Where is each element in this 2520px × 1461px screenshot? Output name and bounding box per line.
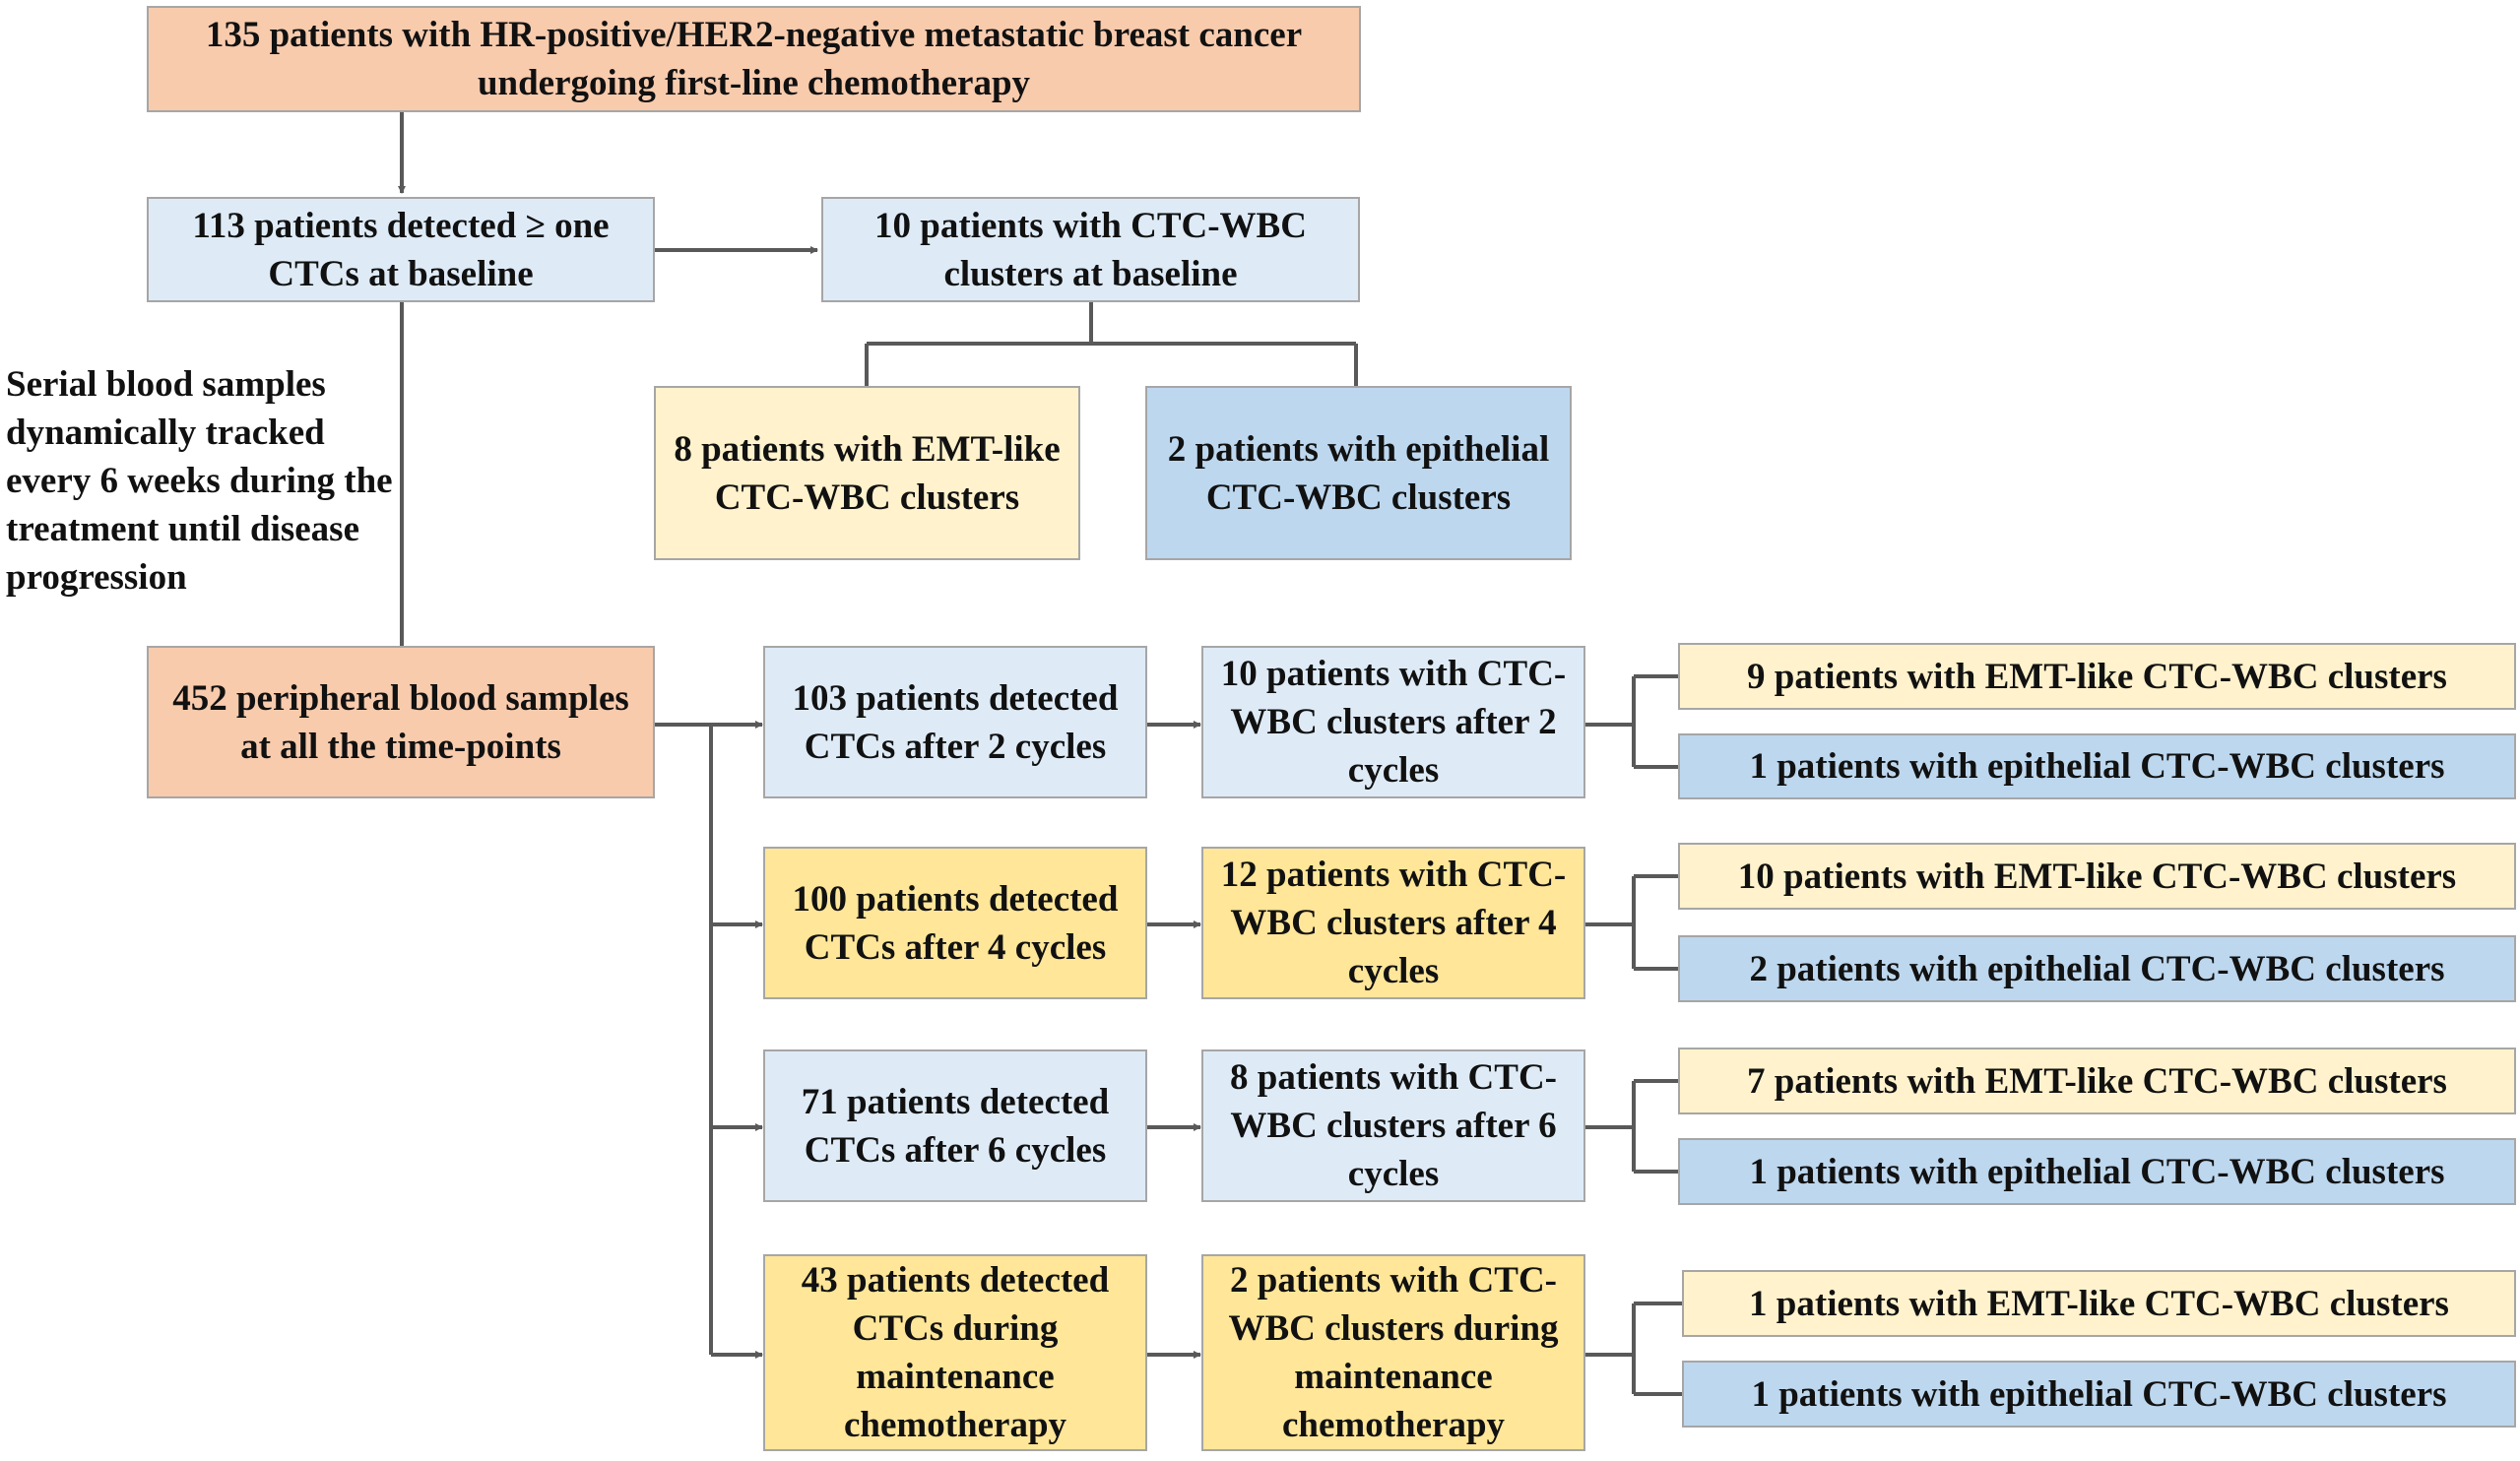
box-emt-maintenance: 1 patients with EMT-like CTC-WBC cluster…: [1682, 1270, 2516, 1337]
box-emt-2-cycles: 9 patients with EMT-like CTC-WBC cluster…: [1678, 643, 2516, 710]
box-detected-4-cycles: 100 patients detected CTCs after 4 cycle…: [763, 847, 1147, 999]
trunk-samples: [655, 723, 713, 1355]
box-epithelial-6-cycles-text: 1 patients with epithelial CTC-WBC clust…: [1749, 1151, 2445, 1192]
box-clusters-2-cycles-text: 10 patients with CTC-WBC clusters after …: [1220, 654, 1567, 791]
box-clusters-baseline: 10 patients with CTC-WBC clusters at bas…: [821, 197, 1360, 302]
box-detected-maintenance-text: 43 patients detected CTCs during mainten…: [801, 1260, 1110, 1445]
box-emt-6-cycles: 7 patients with EMT-like CTC-WBC cluster…: [1678, 1048, 2516, 1114]
bracket-row3: [1585, 1079, 1678, 1174]
box-clusters-maintenance-text: 2 patients with CTC-WBC clusters during …: [1228, 1260, 1559, 1445]
box-epithelial-baseline-text: 2 patients with epithelial CTC-WBC clust…: [1167, 428, 1550, 518]
box-clusters-4-cycles-text: 12 patients with CTC-WBC clusters after …: [1220, 855, 1567, 991]
box-detected-2-cycles-text: 103 patients detected CTCs after 2 cycle…: [792, 677, 1119, 767]
box-detected-2-cycles: 103 patients detected CTCs after 2 cycle…: [763, 646, 1147, 798]
box-clusters-4-cycles: 12 patients with CTC-WBC clusters after …: [1201, 847, 1585, 999]
box-blood-samples: 452 peripheral blood samples at all the …: [147, 646, 655, 798]
box-detected-baseline: 113 patients detected ≥ one CTCs at base…: [147, 197, 655, 302]
box-detected-baseline-text: 113 patients detected ≥ one CTCs at base…: [192, 205, 610, 294]
bracket-row1: [1585, 674, 1678, 769]
box-emt-baseline: 8 patients with EMT-like CTC-WBC cluster…: [654, 386, 1080, 560]
box-clusters-6-cycles: 8 patients with CTC-WBC clusters after 6…: [1201, 1049, 1585, 1202]
box-epithelial-baseline: 2 patients with epithelial CTC-WBC clust…: [1145, 386, 1572, 560]
box-epithelial-2-cycles-text: 1 patients with epithelial CTC-WBC clust…: [1749, 746, 2445, 787]
box-clusters-baseline-text: 10 patients with CTC-WBC clusters at bas…: [874, 205, 1307, 294]
box-clusters-2-cycles: 10 patients with CTC-WBC clusters after …: [1201, 646, 1585, 798]
box-detected-6-cycles-text: 71 patients detected CTCs after 6 cycles: [801, 1081, 1110, 1171]
box-emt-6-cycles-text: 7 patients with EMT-like CTC-WBC cluster…: [1747, 1060, 2447, 1102]
box-detected-6-cycles: 71 patients detected CTCs after 6 cycles: [763, 1049, 1147, 1202]
box-epithelial-maintenance-text: 1 patients with epithelial CTC-WBC clust…: [1751, 1373, 2447, 1415]
box-emt-4-cycles: 10 patients with EMT-like CTC-WBC cluste…: [1678, 843, 2516, 910]
box-epithelial-6-cycles: 1 patients with epithelial CTC-WBC clust…: [1678, 1138, 2516, 1205]
box-epithelial-4-cycles-text: 2 patients with epithelial CTC-WBC clust…: [1749, 948, 2445, 989]
box-epithelial-maintenance: 1 patients with epithelial CTC-WBC clust…: [1682, 1361, 2516, 1428]
box-start-cohort-text: 135 patients with HR-positive/HER2-negat…: [205, 15, 1303, 103]
box-start-cohort: 135 patients with HR-positive/HER2-negat…: [147, 6, 1361, 112]
box-emt-baseline-text: 8 patients with EMT-like CTC-WBC cluster…: [674, 428, 1061, 518]
box-emt-maintenance-text: 1 patients with EMT-like CTC-WBC cluster…: [1749, 1283, 2449, 1324]
bracket-row2: [1585, 874, 1678, 971]
box-epithelial-4-cycles: 2 patients with epithelial CTC-WBC clust…: [1678, 935, 2516, 1002]
side-note: Serial blood samples dynamically tracked…: [6, 364, 393, 598]
box-clusters-maintenance: 2 patients with CTC-WBC clusters during …: [1201, 1254, 1585, 1451]
box-detected-4-cycles-text: 100 patients detected CTCs after 4 cycle…: [792, 878, 1119, 968]
box-blood-samples-text: 452 peripheral blood samples at all the …: [172, 677, 629, 767]
bracket-row4: [1585, 1302, 1682, 1396]
box-epithelial-2-cycles: 1 patients with epithelial CTC-WBC clust…: [1678, 733, 2516, 799]
box-clusters-6-cycles-text: 8 patients with CTC-WBC clusters after 6…: [1230, 1057, 1557, 1194]
box-detected-maintenance: 43 patients detected CTCs during mainten…: [763, 1254, 1147, 1451]
branch-baseline-clusters: [865, 302, 1358, 386]
box-emt-2-cycles-text: 9 patients with EMT-like CTC-WBC cluster…: [1747, 656, 2447, 697]
box-emt-4-cycles-text: 10 patients with EMT-like CTC-WBC cluste…: [1737, 856, 2457, 897]
